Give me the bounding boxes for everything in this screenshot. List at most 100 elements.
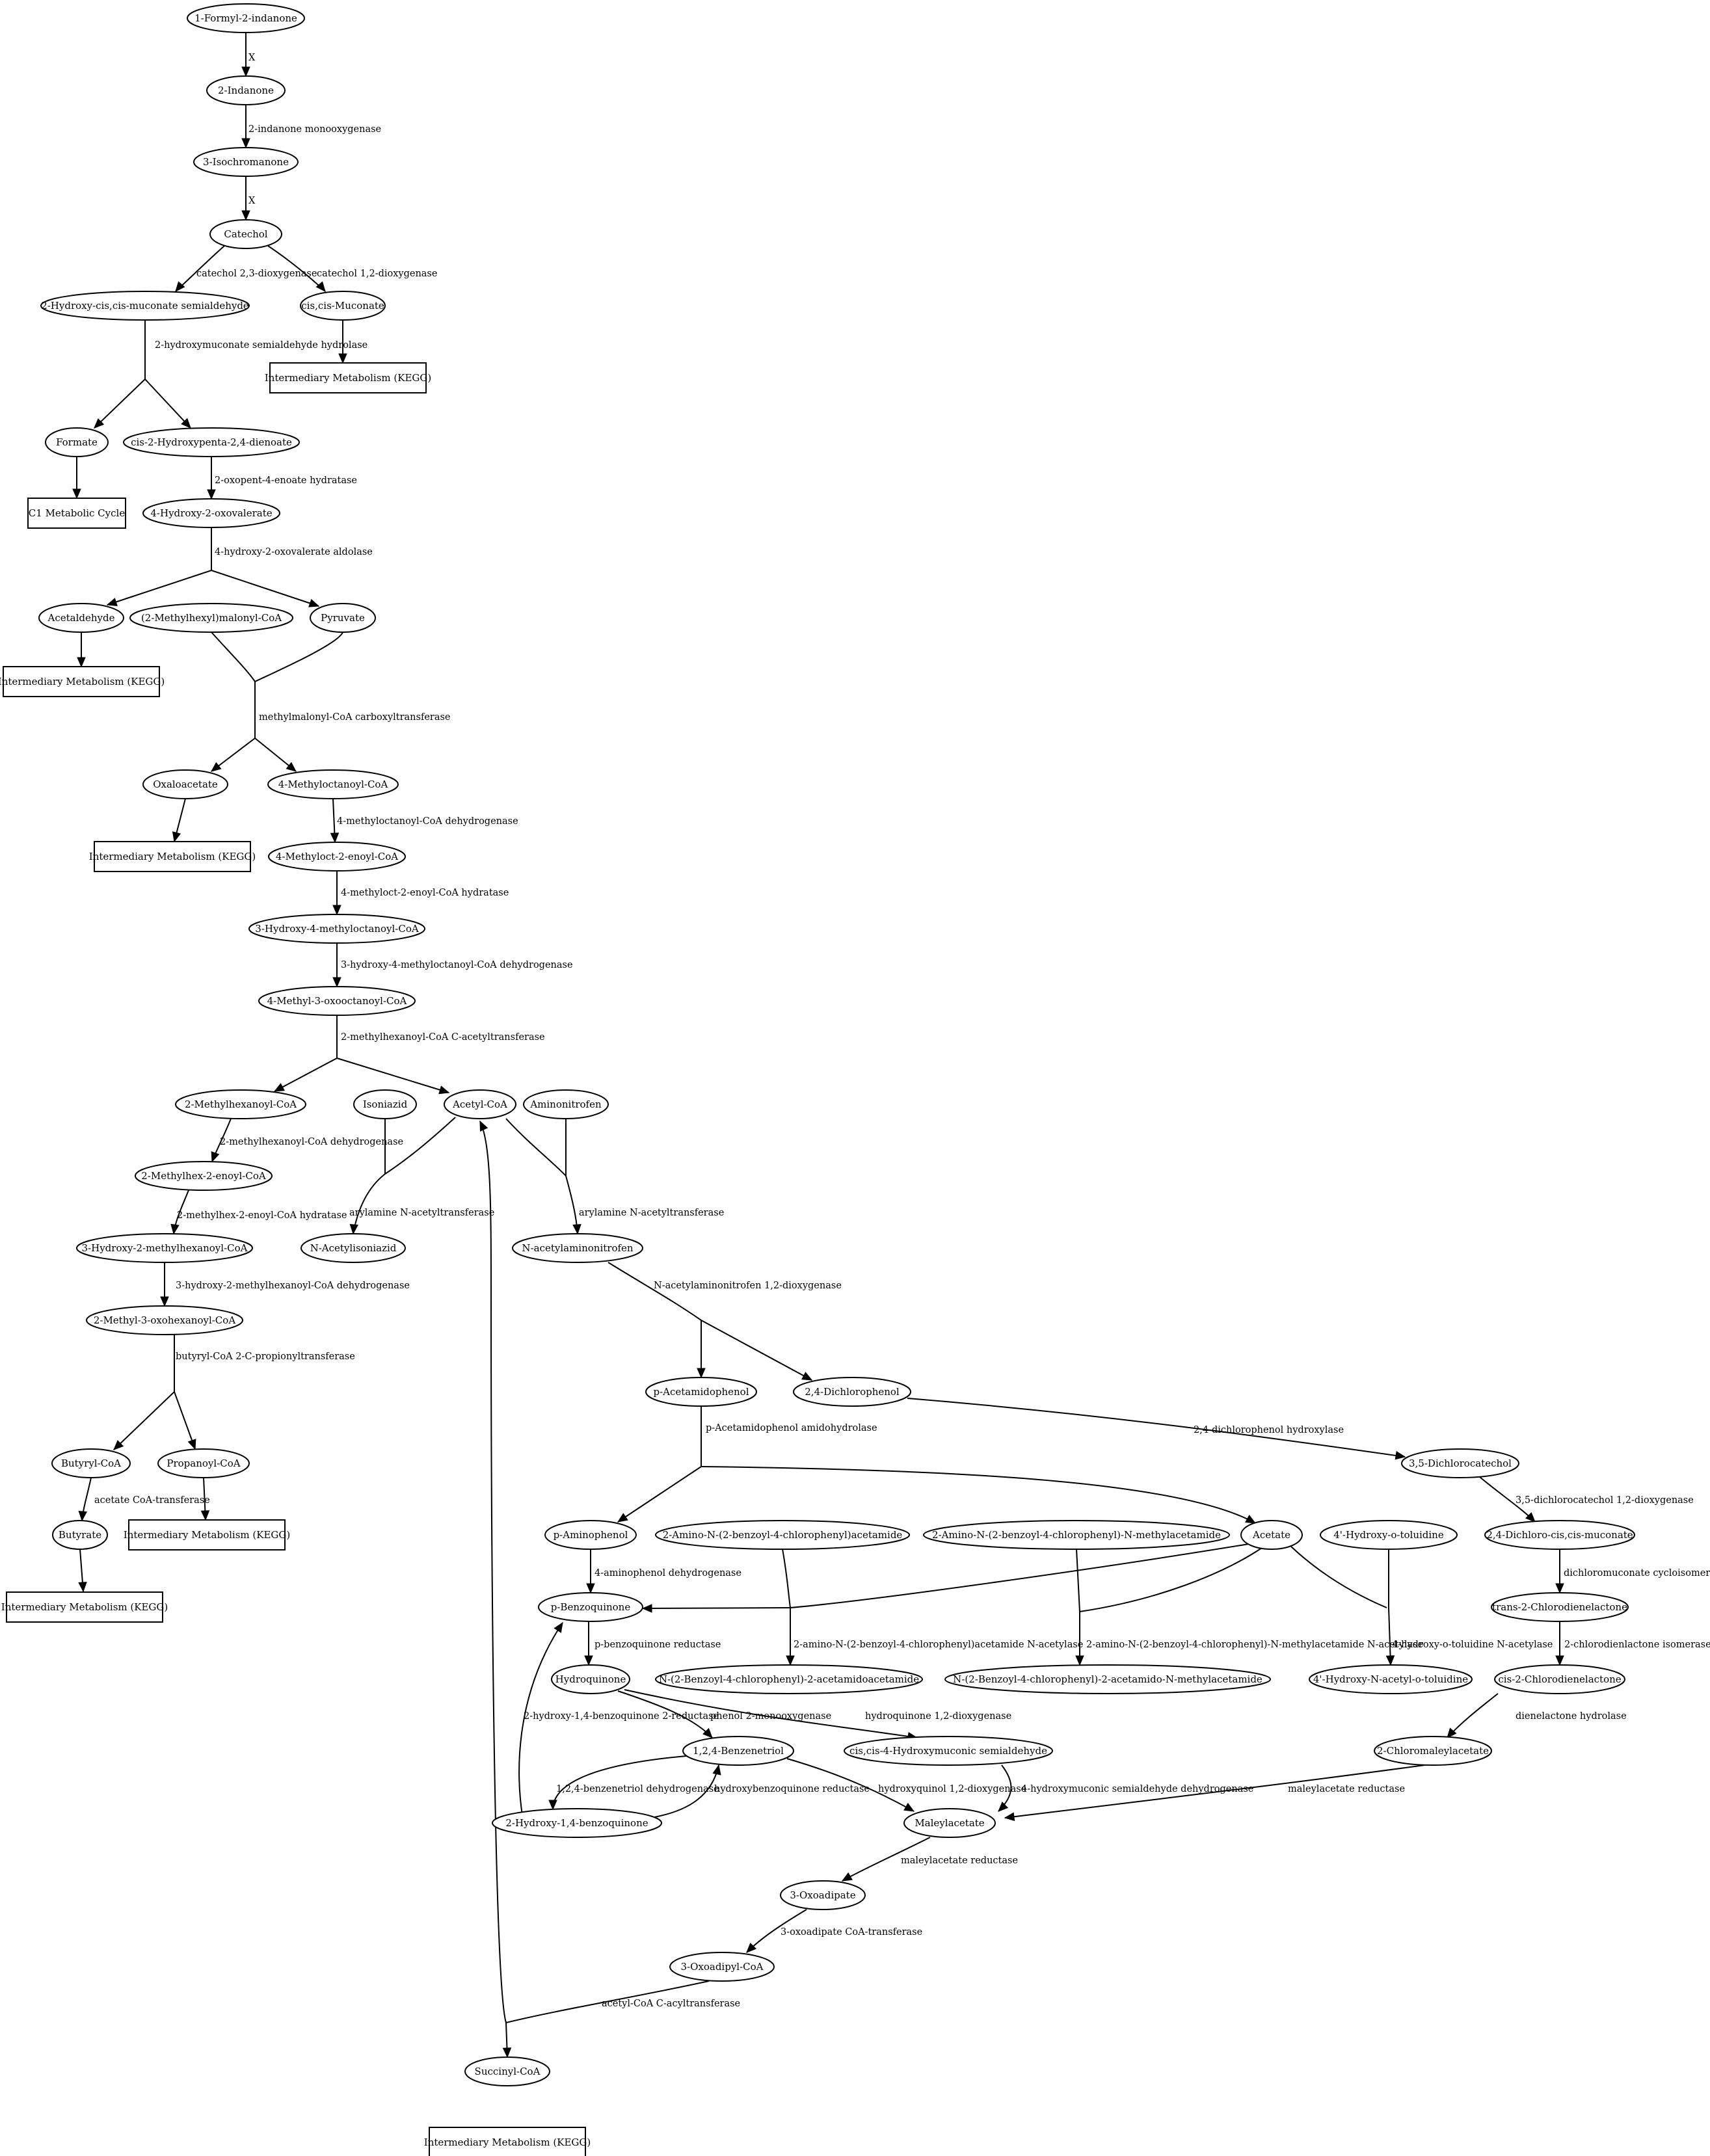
node-aminophenol[interactable]: p-Aminophenol [544, 1520, 637, 1550]
edge-e8 [94, 379, 146, 429]
node-mhecoa[interactable]: 2-Methylhex-2-enoyl-CoA [135, 1161, 273, 1191]
node-hbq[interactable]: 2-Hydroxy-1,4-benzoquinone [492, 1808, 662, 1838]
node-im6[interactable]: Intermediary Metabolism (KEGG) [424, 2127, 591, 2156]
node-acetate[interactable]: Acetate [1240, 1520, 1303, 1550]
node-c1[interactable]: C1 Metabolic Cycle [27, 498, 126, 529]
node-label: 2-Chloromaleylacetate [1377, 1745, 1489, 1757]
node-abcpm[interactable]: 2-Amino-N-(2-benzoyl-4-chlorophenyl)-N-m… [923, 1520, 1230, 1550]
node-dcc[interactable]: 3,5-Dichlorocatechol [1401, 1448, 1519, 1478]
node-isoniazid[interactable]: Isoniazid [353, 1089, 417, 1119]
node-pbq[interactable]: p-Benzoquinone [538, 1592, 643, 1622]
node-mhcoa[interactable]: 2-Methylhexanoyl-CoA [175, 1089, 306, 1119]
node-formate[interactable]: Formate [45, 427, 109, 457]
node-acetaldehyde[interactable]: Acetaldehyde [38, 603, 124, 633]
node-acetamidophenol[interactable]: p-Acetamidophenol [645, 1377, 757, 1407]
node-box [27, 498, 126, 529]
edge-line [1290, 1546, 1387, 1608]
node-mooxocoa[interactable]: 4-Methyl-3-oxooctanoyl-CoA [258, 986, 416, 1016]
node-im1[interactable]: Intermediary Metabolism (KEGG) [265, 362, 431, 393]
edge-label: 4-hydroxy-2-oxovalerate aldolase [215, 547, 373, 557]
edge-e20: 4-methyloctanoyl-CoA dehydrogenase [330, 798, 518, 844]
edge-line [144, 379, 191, 429]
node-hmhcoa[interactable]: 3-Hydroxy-2-methylhexanoyl-CoA [76, 1233, 253, 1263]
node-pyruvate[interactable]: Pyruvate [310, 603, 376, 633]
node-label: Intermediary Metabolism (KEGG) [89, 851, 256, 862]
node-catechol[interactable]: Catechol [209, 219, 282, 249]
node-ccdl[interactable]: cis-2-Chlorodienelactone [1494, 1664, 1625, 1694]
node-oxaloacetate[interactable]: Oxaloacetate [142, 769, 228, 799]
arrowhead [903, 1802, 915, 1812]
node-oxoadipate[interactable]: 3-Oxoadipate [780, 1880, 866, 1910]
edge-e27: 2-methylhex-2-enoyl-CoA hydratase [170, 1190, 347, 1235]
node-maleylacetate[interactable]: Maleylacetate [903, 1808, 996, 1838]
edge-e34: N-acetylaminonitrofen 1,2-dioxygenase [608, 1262, 842, 1321]
edge-line [1004, 1764, 1425, 1818]
node-tcdl[interactable]: trans-2-Chlorodienelactone [1491, 1592, 1629, 1622]
node-indanone[interactable]: 2-Indanone [206, 75, 286, 105]
node-hydroquinone[interactable]: Hydroquinone [551, 1664, 630, 1694]
node-butyrylcoa[interactable]: Butyryl-CoA [51, 1448, 131, 1478]
node-methylhexylmalonyl[interactable]: (2-Methylhexyl)malonyl-CoA [129, 603, 293, 633]
node-moecoa[interactable]: 4-Methyloct-2-enoyl-CoA [268, 842, 406, 872]
node-propanoylcoa[interactable]: Propanoyl-CoA [157, 1448, 250, 1478]
edge-line [1076, 1549, 1080, 1612]
node-hnat[interactable]: 4'-Hydroxy-N-acetyl-o-toluidine [1309, 1664, 1473, 1694]
node-dccm[interactable]: 2,4-Dichloro-cis,cis-muconate [1484, 1520, 1635, 1550]
node-butyrate[interactable]: Butyrate [52, 1520, 108, 1550]
node-acetylcoa[interactable]: Acetyl-CoA [444, 1089, 516, 1119]
node-isochromanone[interactable]: 3-Isochromanone [193, 147, 299, 177]
node-label: 4-Methyloctanoyl-CoA [278, 779, 388, 790]
arrowhead [572, 1224, 581, 1235]
node-cma[interactable]: 2-Chloromaleylacetate [1374, 1736, 1492, 1766]
node-hotoluidine[interactable]: 4'-Hydroxy-o-toluidine [1320, 1520, 1458, 1550]
node-label: 3-Isochromanone [203, 156, 289, 168]
edge-e60: 4-hydroxy-o-toluidine N-acetylase [1385, 1607, 1553, 1666]
arrowhead [1447, 1727, 1457, 1738]
node-acetylisoniazid[interactable]: N-Acetylisoniazid [301, 1233, 406, 1263]
node-benzenetriol[interactable]: 1,2,4-Benzenetriol [682, 1736, 794, 1766]
edge-e67: hydroxybenzoquinone reductase [650, 1764, 870, 1818]
node-bcpaa[interactable]: N-(2-Benzoyl-4-chlorophenyl)-2-acetamido… [655, 1664, 923, 1694]
node-ellipse [187, 3, 305, 33]
node-ellipse [268, 842, 406, 872]
node-ellipse [1484, 1520, 1635, 1550]
arrowhead [332, 977, 341, 988]
node-im2[interactable]: Intermediary Metabolism (KEGG) [0, 666, 165, 697]
node-nacetylaminonitrofen[interactable]: N-acetylaminonitrofen [512, 1233, 643, 1263]
node-box [6, 1591, 163, 1623]
edge-e12: 4-hydroxy-2-oxovalerate aldolase [211, 527, 373, 570]
arrowhead [308, 598, 320, 607]
node-hpd[interactable]: cis-2-Hydroxypenta-2,4-dienoate [123, 427, 300, 457]
node-hov[interactable]: 4-Hydroxy-2-oxovalerate [142, 498, 280, 528]
arrowhead [78, 1510, 87, 1522]
node-im3[interactable]: Intermediary Metabolism (KEGG) [89, 841, 256, 872]
arrowhead [200, 1510, 210, 1521]
edge-label: maleylacetate reductase [901, 1856, 1018, 1866]
node-im4[interactable]: Intermediary Metabolism (KEGG) [124, 1519, 290, 1550]
node-hmsa2[interactable]: cis,cis-4-Hydroxymuconic semialdehyde [844, 1736, 1053, 1766]
node-succinylcoa[interactable]: Succinyl-CoA [464, 2056, 550, 2086]
node-dcp[interactable]: 2,4-Dichlorophenol [793, 1377, 911, 1407]
node-formylindanone[interactable]: 1-Formyl-2-indanone [187, 3, 305, 33]
node-ellipse [655, 1664, 923, 1694]
node-label: cis,cis-4-Hydroxymuconic semialdehyde [849, 1745, 1047, 1757]
node-mocoa[interactable]: 4-Methyloctanoyl-CoA [267, 769, 399, 799]
node-im5[interactable]: Intermediary Metabolism (KEGG) [1, 1591, 168, 1623]
arrowhead [211, 1151, 220, 1163]
node-aminonitrofen[interactable]: Aminonitrofen [523, 1089, 609, 1119]
edge-e41: acetate CoA-transferase [78, 1477, 210, 1522]
edge-label: 3-hydroxy-4-methyloctanoyl-CoA dehydroge… [341, 960, 573, 970]
node-oxoadipylcoa[interactable]: 3-Oxoadipyl-CoA [669, 1952, 775, 1982]
edge-label: 2-hydroxymuconate semialdehyde hydrolase [155, 340, 367, 351]
node-ccmuconate[interactable]: cis,cis-Muconate [300, 291, 386, 321]
node-hmocoa[interactable]: 3-Hydroxy-4-methyloctanoyl-CoA [248, 914, 425, 944]
node-ellipse [793, 1377, 911, 1407]
node-bcpam[interactable]: N-(2-Benzoyl-4-chlorophenyl)-2-acetamido… [944, 1664, 1271, 1694]
arrowhead [78, 1582, 87, 1593]
node-mohcoa[interactable]: 2-Methyl-3-oxohexanoyl-CoA [86, 1305, 243, 1335]
node-hmsa[interactable]: 2-Hydroxy-cis,cis-muconate semialdehyde [40, 291, 250, 321]
node-ellipse [45, 427, 109, 457]
node-abcpa[interactable]: 2-Amino-N-(2-benzoyl-4-chlorophenyl)acet… [655, 1520, 910, 1550]
edge-e45 [617, 1466, 702, 1523]
arrowhead [502, 2047, 512, 2058]
